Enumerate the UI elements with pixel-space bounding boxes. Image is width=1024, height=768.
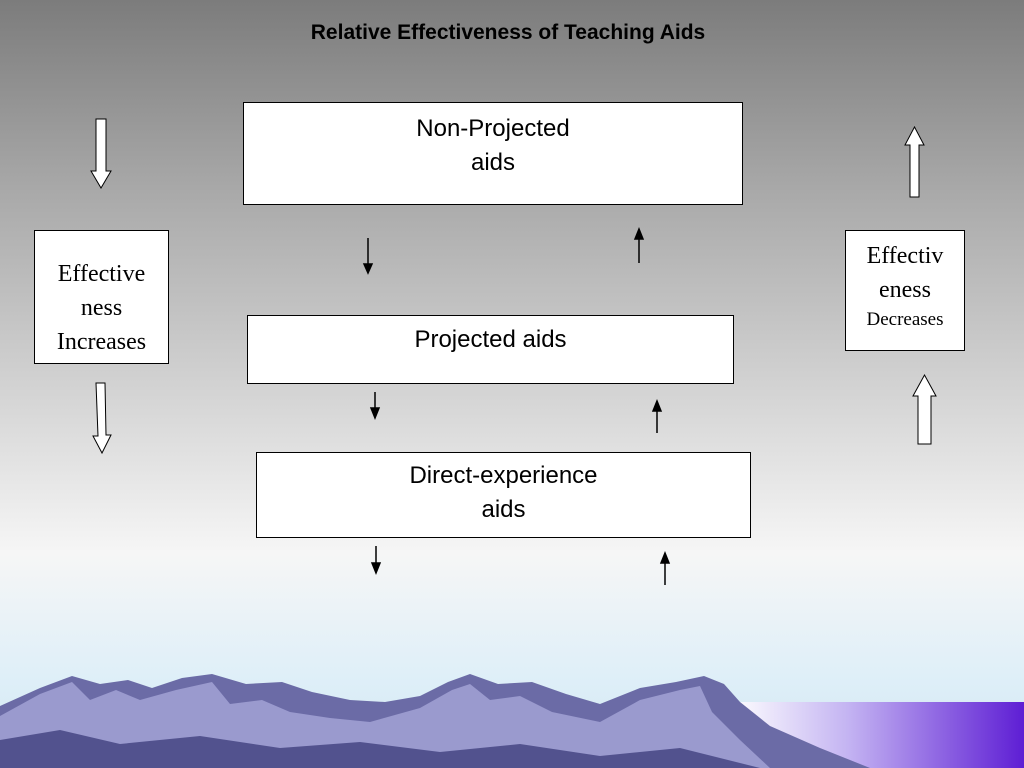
arrow-down-head-2 (369, 407, 381, 421)
node-projected-label: Projected aids (414, 326, 567, 353)
node-direct-experience-label: Direct-experience aids (409, 462, 598, 523)
left-block-arrow-down-1 (90, 118, 112, 189)
node-non-projected-label: Non-Projected aids (416, 115, 570, 176)
effectiveness-decreases-label: Effectiv eness (866, 243, 944, 303)
effectiveness-decreases-box: Effectiv eness Decreases (845, 230, 965, 351)
right-block-arrow-up-1 (904, 125, 925, 198)
arrow-down-head-1 (362, 263, 374, 275)
diagram-title: Relative Effectiveness of Teaching Aids (310, 21, 706, 44)
right-block-arrow-up-2 (912, 373, 937, 445)
arrow-up-head-3 (659, 550, 671, 564)
effectiveness-increases-label: Effective ness Increases (56, 261, 147, 355)
arrow-up-head-2 (651, 398, 663, 412)
arrow-down-head-3 (370, 562, 382, 576)
effectiveness-increases-box: Effective ness Increases (34, 230, 169, 364)
arrow-up-head-1 (633, 226, 645, 240)
node-direct-experience-aids: Direct-experience aids (256, 452, 751, 538)
mountain-shadow (0, 730, 760, 768)
node-projected-aids: Projected aids (247, 315, 734, 384)
effectiveness-decreases-sublabel: Decreases (866, 309, 944, 330)
node-non-projected-aids: Non-Projected aids (243, 102, 743, 205)
left-block-arrow-down-2 (92, 382, 112, 455)
